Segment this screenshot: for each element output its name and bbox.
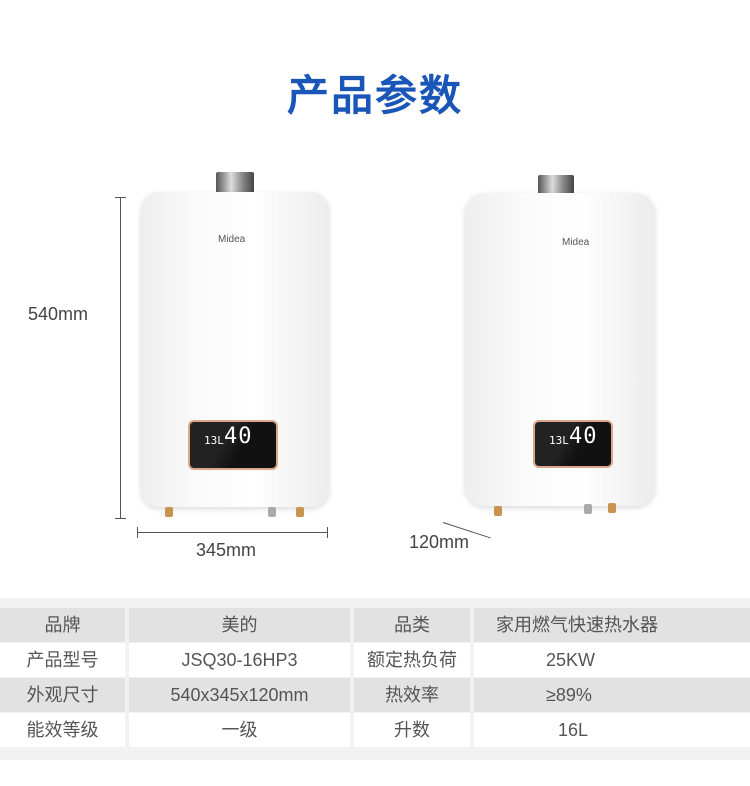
spec-value: 美的 <box>129 608 350 642</box>
depth-label: 120mm <box>409 532 470 552</box>
tick <box>327 527 328 538</box>
height-dimension-line <box>120 197 121 519</box>
spec-label: 升数 <box>354 713 470 747</box>
spec-label: 热效率 <box>354 678 470 712</box>
spec-label: 品牌 <box>0 608 125 642</box>
fitting <box>608 503 616 513</box>
spec-value: ≥89% <box>474 678 750 712</box>
flow-readout: 13L <box>549 434 569 447</box>
spec-value: JSQ30-16HP3 <box>129 643 350 677</box>
spec-value: 家用燃气快速热水器 <box>474 608 750 642</box>
display-panel: 13L 40 <box>188 420 278 470</box>
tick <box>137 527 138 538</box>
spec-table: 品牌 美的 品类 家用燃气快速热水器 产品型号 JSQ30-16HP3 额定热负… <box>0 598 750 760</box>
fitting <box>165 507 173 517</box>
table-row: 外观尺寸 540x345x120mm 热效率 ≥89% <box>0 678 750 712</box>
spec-value: 540x345x120mm <box>129 678 350 712</box>
brand-logo: Midea <box>218 234 246 245</box>
display-panel: 13L 40 <box>533 420 613 468</box>
table-row: 产品型号 JSQ30-16HP3 额定热负荷 25KW <box>0 643 750 677</box>
spec-label: 品类 <box>354 608 470 642</box>
table-row: 品牌 美的 品类 家用燃气快速热水器 <box>0 608 750 642</box>
flue-pipe <box>538 175 574 195</box>
spec-label: 额定热负荷 <box>354 643 470 677</box>
width-dimension-line <box>137 532 327 533</box>
width-label: 345mm <box>196 540 257 560</box>
tick <box>115 197 126 198</box>
flow-readout: 13L <box>204 434 224 447</box>
tick <box>115 518 126 519</box>
fitting <box>494 506 502 516</box>
fitting <box>268 507 276 517</box>
table-row: 能效等级 一级 升数 16L <box>0 713 750 747</box>
spec-value: 25KW <box>474 643 750 677</box>
temperature-readout: 40 <box>569 424 598 449</box>
fitting <box>584 504 592 514</box>
flue-pipe <box>216 172 254 194</box>
temperature-readout: 40 <box>224 424 253 449</box>
brand-logo: Midea <box>562 237 590 248</box>
spec-value: 16L <box>474 713 750 747</box>
page-title: 产品参数 <box>286 71 463 120</box>
height-label: 540mm <box>28 304 89 324</box>
fitting <box>296 507 304 517</box>
spec-label: 能效等级 <box>0 713 125 747</box>
spec-label: 产品型号 <box>0 643 125 677</box>
spec-label: 外观尺寸 <box>0 678 125 712</box>
spec-value: 一级 <box>129 713 350 747</box>
